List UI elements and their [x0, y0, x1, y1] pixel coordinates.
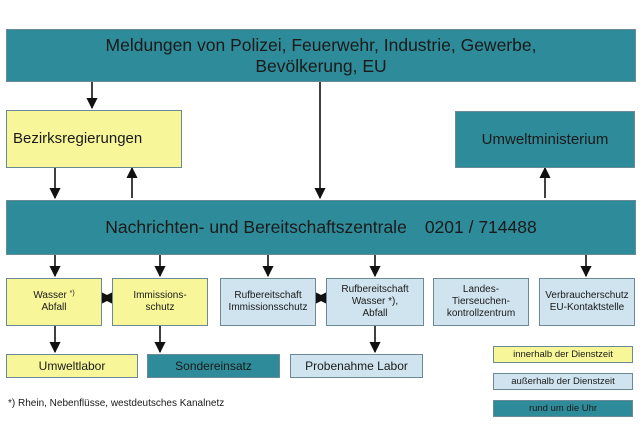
legend-inner-label: innerhalb der Dienstzeit: [513, 348, 613, 360]
unit-landes-tierseuchen: Landes- Tierseuchen- kontrollzentrum: [433, 278, 529, 326]
umweltlabor-label: Umweltlabor: [38, 358, 106, 373]
landes-line1: Landes-: [462, 284, 500, 295]
immission-line1: Immissions-: [133, 290, 187, 301]
ruf-wasser-line1: Rufbereitschaft: [341, 284, 409, 295]
unit-verbraucherschutz: Verbraucherschutz EU-Kontaktstelle: [539, 278, 635, 326]
umweltministerium-box: Umweltministerium: [455, 111, 635, 168]
verbraucher-line2: EU-Kontaktstelle: [549, 302, 625, 313]
sondereinsatz-box: Sondereinsatz: [147, 354, 280, 378]
umweltlabor-box: Umweltlabor: [6, 354, 138, 378]
zentrale-label: Nachrichten- und Bereitschaftszentrale: [105, 217, 407, 237]
ruf-immission-line1: Rufbereitschaft: [234, 290, 302, 301]
bezirksregierungen-label: Bezirksregierungen: [13, 130, 143, 147]
nachrichten-zentrale-box: Nachrichten- und Bereitschaftszentrale 0…: [6, 200, 636, 255]
ruf-wasser-line2: Wasser *),: [351, 296, 399, 307]
verbraucher-line1: Verbraucherschutz: [545, 290, 629, 301]
umweltministerium-label: Umweltministerium: [481, 130, 609, 148]
legend-outer-label: außerhalb der Dienstzeit: [511, 375, 615, 387]
header-line-2: Bevölkerung, EU: [255, 55, 387, 76]
wasser-line1: Wasser: [33, 290, 67, 301]
bezirksregierungen-box: Bezirksregierungen: [6, 110, 182, 168]
zentrale-phone: 0201 / 714488: [424, 217, 537, 237]
wasser-sup: *): [69, 290, 75, 297]
ruf-immission-line2: Immissionsschutz: [228, 302, 308, 313]
landes-line3: kontrollzentrum: [446, 308, 516, 319]
probenahme-labor-box: Probenahme Labor: [290, 354, 423, 378]
legend-rund-um-die-uhr: rund um die Uhr: [493, 400, 633, 417]
sondereinsatz-label: Sondereinsatz: [175, 358, 252, 373]
ruf-wasser-line3: Abfall: [362, 308, 388, 319]
immission-line2: schutz: [145, 302, 175, 313]
wasser-line2: Abfall: [41, 302, 67, 313]
unit-wasser-abfall: Wasser *) Abfall: [6, 278, 102, 326]
unit-immissionsschutz: Immissions- schutz: [112, 278, 208, 326]
legend-ausserhalb: außerhalb der Dienstzeit: [493, 373, 633, 390]
unit-rufbereitschaft-wasser: Rufbereitschaft Wasser *), Abfall: [326, 278, 424, 326]
landes-line2: Tierseuchen-: [452, 296, 510, 307]
header-line-1: Meldungen von Polizei, Feuerwehr, Indust…: [105, 34, 537, 55]
footnote: *) Rhein, Nebenflüsse, westdeutsches Kan…: [8, 398, 225, 409]
probenahme-label: Probenahme Labor: [305, 358, 408, 373]
legend-round-label: rund um die Uhr: [528, 402, 598, 414]
legend-innerhalb: innerhalb der Dienstzeit: [493, 346, 633, 363]
unit-rufbereitschaft-immissionsschutz: Rufbereitschaft Immissionsschutz: [220, 278, 316, 326]
reports-header-box: Meldungen von Polizei, Feuerwehr, Indust…: [6, 29, 636, 82]
